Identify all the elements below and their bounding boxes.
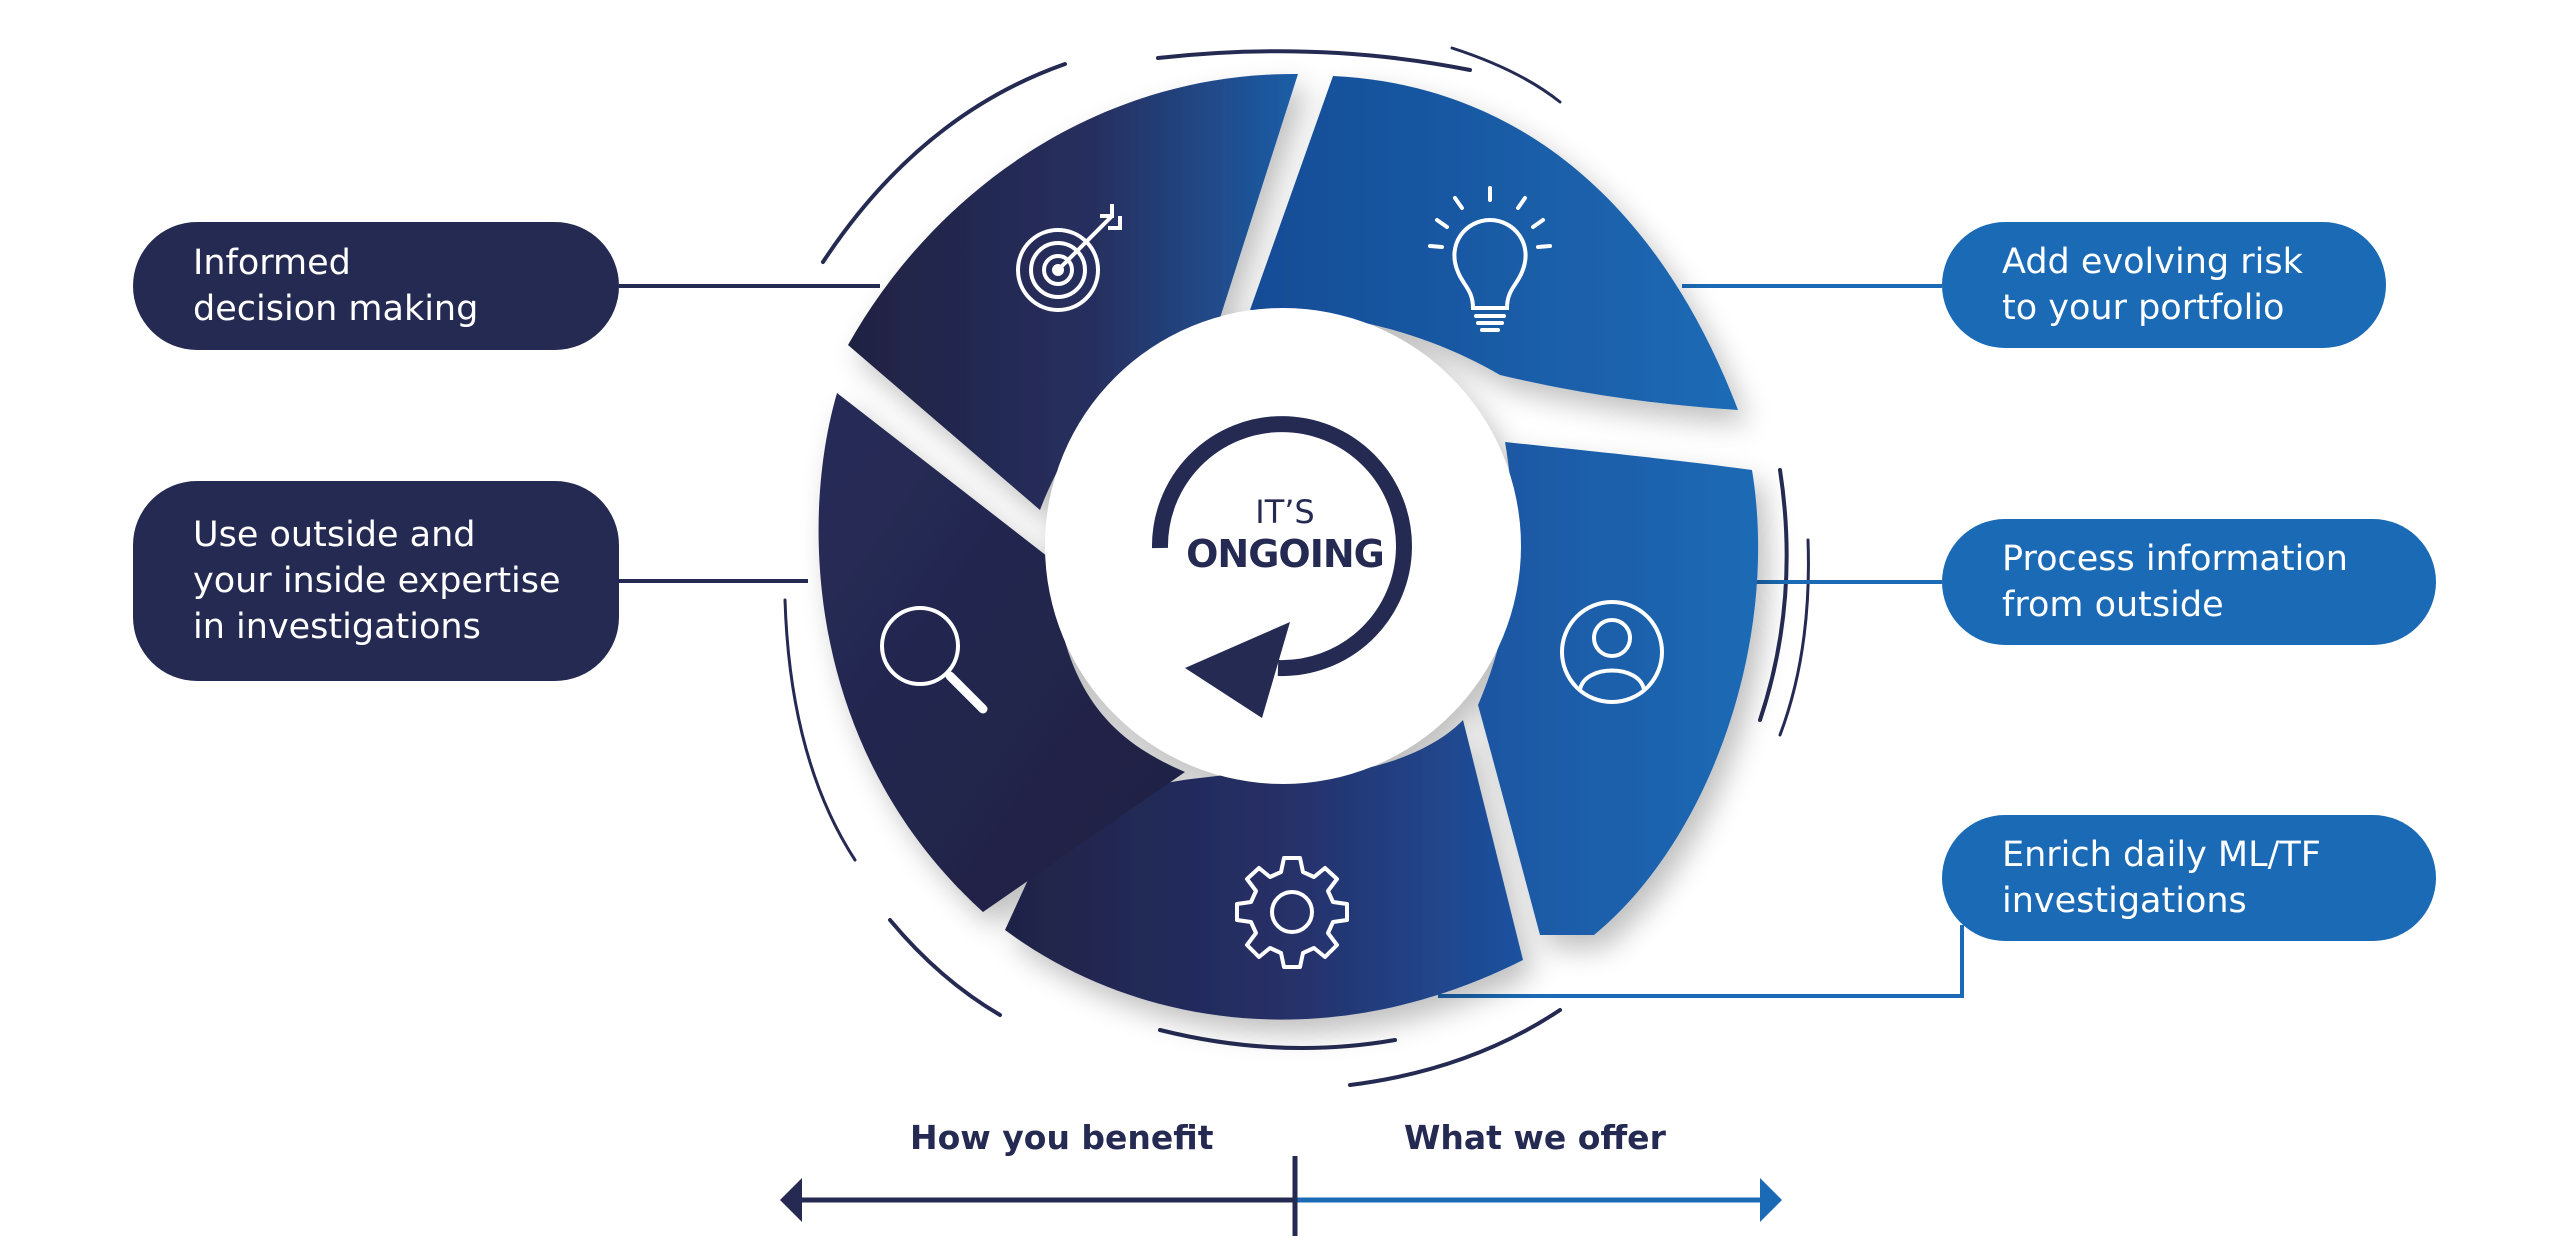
offer-pill-text: Process information from outside (2002, 539, 2348, 625)
lightbulb-icon (1428, 186, 1552, 332)
center-label-line2: ONGOING (1186, 532, 1385, 576)
ring-segments (818, 73, 1759, 1020)
offer-pill-text: Enrich daily ML/TF investigations (2002, 835, 2321, 921)
magnifier-icon (880, 606, 988, 714)
segment-right (1478, 442, 1759, 935)
gear-icon (1235, 856, 1349, 969)
connector-lines (619, 284, 1964, 998)
benefit-offer-axis (780, 1156, 1782, 1236)
offer-pill-text: Add evolving risk to your portfolio (2002, 242, 2303, 328)
benefit-pill-expertise: Use outside and your inside expertise in… (133, 481, 619, 681)
center-cycle-arrow-icon (1151, 416, 1412, 718)
axis-label-benefit: How you benefit (910, 1118, 1214, 1157)
outer-swoosh-arcs (783, 46, 1810, 1087)
person-icon (1560, 600, 1664, 704)
offer-pill-evolving-risk: Add evolving risk to your portfolio (1942, 222, 2386, 348)
axis-label-offer: What we offer (1404, 1118, 1666, 1157)
segment-top-right (1250, 76, 1738, 410)
offer-pill-enrich-investigations: Enrich daily ML/TF investigations (1942, 815, 2436, 941)
segment-left (818, 393, 1185, 912)
target-icon (1016, 204, 1122, 312)
benefit-pill-text: Use outside and your inside expertise in… (193, 515, 561, 647)
center-label: IT’S ONGOING (1160, 492, 1410, 576)
benefit-pill-text: Informed decision making (193, 243, 479, 329)
center-label-line1: IT’S (1255, 493, 1315, 531)
benefit-pill-informed-decision: Informed decision making (133, 222, 619, 350)
offer-pill-process-information: Process information from outside (1942, 519, 2436, 645)
